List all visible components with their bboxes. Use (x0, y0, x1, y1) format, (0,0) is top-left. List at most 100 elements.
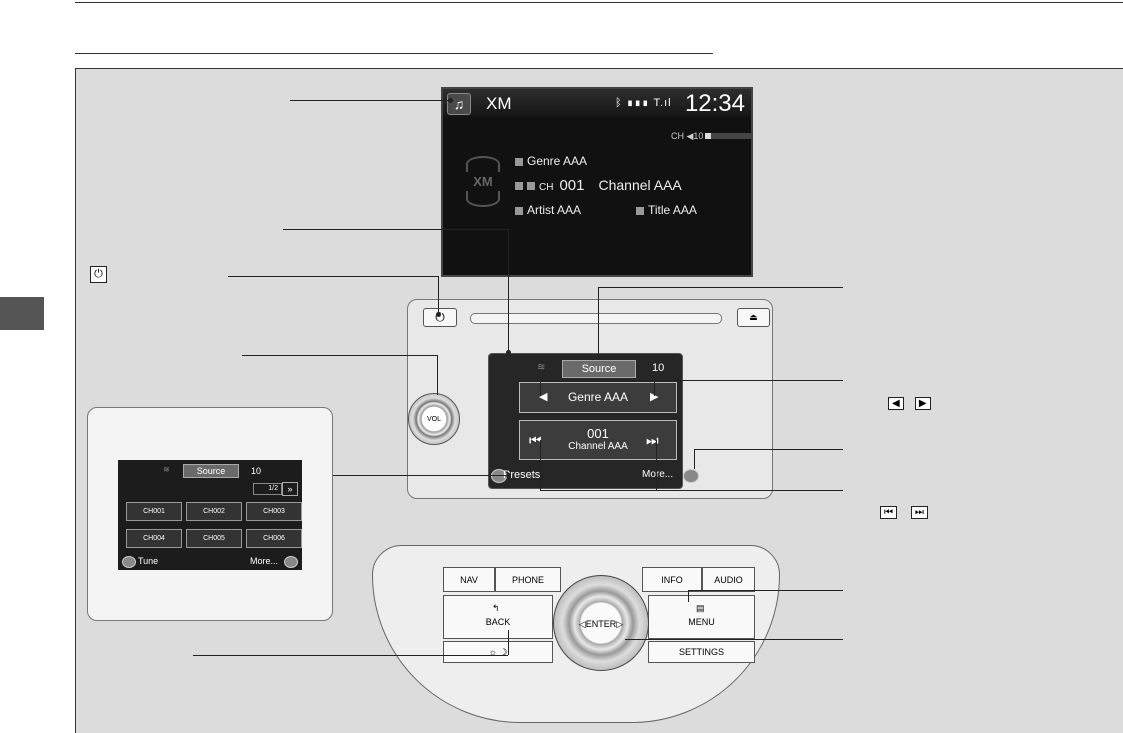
more-dot-icon[interactable] (683, 469, 699, 483)
callout-dot (436, 312, 441, 317)
callout-line (437, 355, 438, 395)
back-button[interactable]: ↰ BACK (443, 595, 553, 639)
info-button[interactable]: INFO (642, 567, 702, 592)
arrow-keys-legend: ◀ ▶ (888, 397, 931, 410)
skip-forward-legend-icon: ⏭ (910, 506, 928, 519)
more-button[interactable]: More... (642, 469, 674, 480)
channel-number: 001 (587, 426, 609, 441)
callout-line (290, 100, 450, 101)
day-night-button[interactable]: ☼ ☽ (443, 641, 553, 663)
mini-signal-icon: ≋ (163, 465, 170, 474)
callout-dot (506, 473, 511, 478)
header-rule (75, 2, 1123, 3)
volume-value: 10 (652, 362, 665, 374)
disc-slot (470, 313, 722, 324)
volume-knob[interactable]: VOL (408, 393, 460, 445)
presets-button[interactable]: Presets (503, 469, 541, 481)
skip-back-icon[interactable]: ⏮ (529, 432, 542, 448)
presets-screen: ≋ Source 10 1/2 » CH001 CH002 CH003 CH00… (118, 460, 302, 570)
menu-label: MENU (688, 617, 715, 627)
menu-button[interactable]: ▤ MENU (648, 595, 755, 639)
channel-name: Channel AAA (568, 441, 628, 452)
callout-line (283, 229, 508, 230)
power-icon: ⏻ (90, 266, 107, 283)
mini-more-dot-icon[interactable] (284, 556, 298, 568)
back-label: BACK (485, 617, 511, 627)
preset-ch005[interactable]: CH005 (186, 529, 242, 548)
mini-volume: 10 (251, 466, 262, 476)
callout-line (654, 380, 655, 396)
callout-line (508, 630, 509, 655)
next-page-icon[interactable]: » (282, 482, 298, 496)
callout-line (540, 440, 541, 490)
display-status-bar (443, 89, 751, 117)
chapter-tab (0, 297, 44, 330)
interface-dial[interactable]: ◁ENTER▷ (553, 575, 649, 671)
audio-display: ♫ XM ᛒ ▮▮▮ T.ıl 12:34 CH ◀10 XM Genre AA… (441, 87, 753, 277)
callout-line (540, 380, 541, 396)
skip-forward-icon[interactable]: ⏭ (646, 432, 659, 448)
mini-more-button[interactable]: More... (250, 556, 279, 566)
callout-dot (506, 350, 511, 355)
callout-line (688, 590, 843, 591)
callout-line (438, 276, 439, 314)
callout-line (193, 655, 508, 656)
callout-line (333, 475, 508, 476)
touchscreen: ≋ Source 10 Genre AAA ◀ ▶ 001 Channel AA… (488, 353, 699, 489)
source-button[interactable]: Source (562, 360, 636, 378)
preset-ch001[interactable]: CH001 (126, 502, 182, 521)
phone-button[interactable]: PHONE (495, 567, 561, 592)
callout-line (598, 287, 599, 359)
volume-bar (705, 133, 751, 139)
preset-ch002[interactable]: CH002 (186, 502, 242, 521)
genre-button[interactable]: Genre AAA (519, 382, 677, 413)
title-row: Title AAA (636, 203, 697, 217)
callout-line (694, 449, 843, 450)
status-icons: ᛒ ▮▮▮ T.ıl (615, 97, 672, 109)
callout-line (688, 590, 689, 602)
tune-dot-icon[interactable] (122, 556, 136, 568)
signal-icon: ≋ (537, 362, 546, 373)
left-arrow-icon: ◀ (888, 397, 904, 410)
tune-button[interactable]: Tune (138, 556, 159, 566)
callout-line (598, 287, 843, 288)
skip-back-legend-icon: ⏮ (880, 506, 897, 519)
callout-line (694, 449, 695, 469)
callout-line (656, 440, 657, 490)
preset-icon (527, 182, 535, 191)
callout-line (508, 229, 509, 352)
eject-button[interactable]: ⏏ (737, 308, 770, 327)
xm-logo-icon: XM (466, 154, 500, 212)
genre-button-label: Genre AAA (567, 390, 629, 404)
mini-source-button[interactable]: Source (183, 464, 239, 478)
preset-ch003[interactable]: CH003 (246, 502, 302, 521)
music-icon[interactable]: ♫ (447, 93, 471, 115)
volume-label: CH ◀10 (671, 131, 704, 141)
genre-icon (515, 157, 523, 166)
channel-button[interactable]: 001 Channel AAA (519, 420, 677, 460)
preset-ch006[interactable]: CH006 (246, 529, 302, 548)
callout-line (540, 490, 843, 491)
source-label: XM (486, 94, 512, 113)
preset-ch004[interactable]: CH004 (126, 529, 182, 548)
back-icon: ↰ (492, 603, 500, 613)
audio-button[interactable]: AUDIO (702, 567, 755, 592)
section-rule (75, 53, 713, 54)
clock: 12:34 (684, 90, 745, 117)
callout-line (242, 355, 437, 356)
next-category-icon[interactable]: ▶ (650, 391, 659, 403)
page-indicator: 1/2 (253, 483, 282, 495)
nav-button[interactable]: NAV (443, 567, 495, 592)
callout-line (625, 639, 843, 640)
genre-row: Genre AAA (515, 154, 587, 168)
prev-category-icon[interactable]: ◀ (539, 391, 548, 403)
skip-keys-legend: ⏮ ⏭ (880, 506, 928, 519)
power-button[interactable]: ⏻ (423, 308, 457, 327)
title-icon (636, 206, 644, 215)
callout-dot (448, 98, 453, 103)
artist-row: Artist AAA (515, 203, 581, 217)
menu-icon: ▤ (696, 603, 705, 613)
settings-button[interactable]: SETTINGS (648, 641, 755, 663)
callout-line (228, 276, 438, 277)
